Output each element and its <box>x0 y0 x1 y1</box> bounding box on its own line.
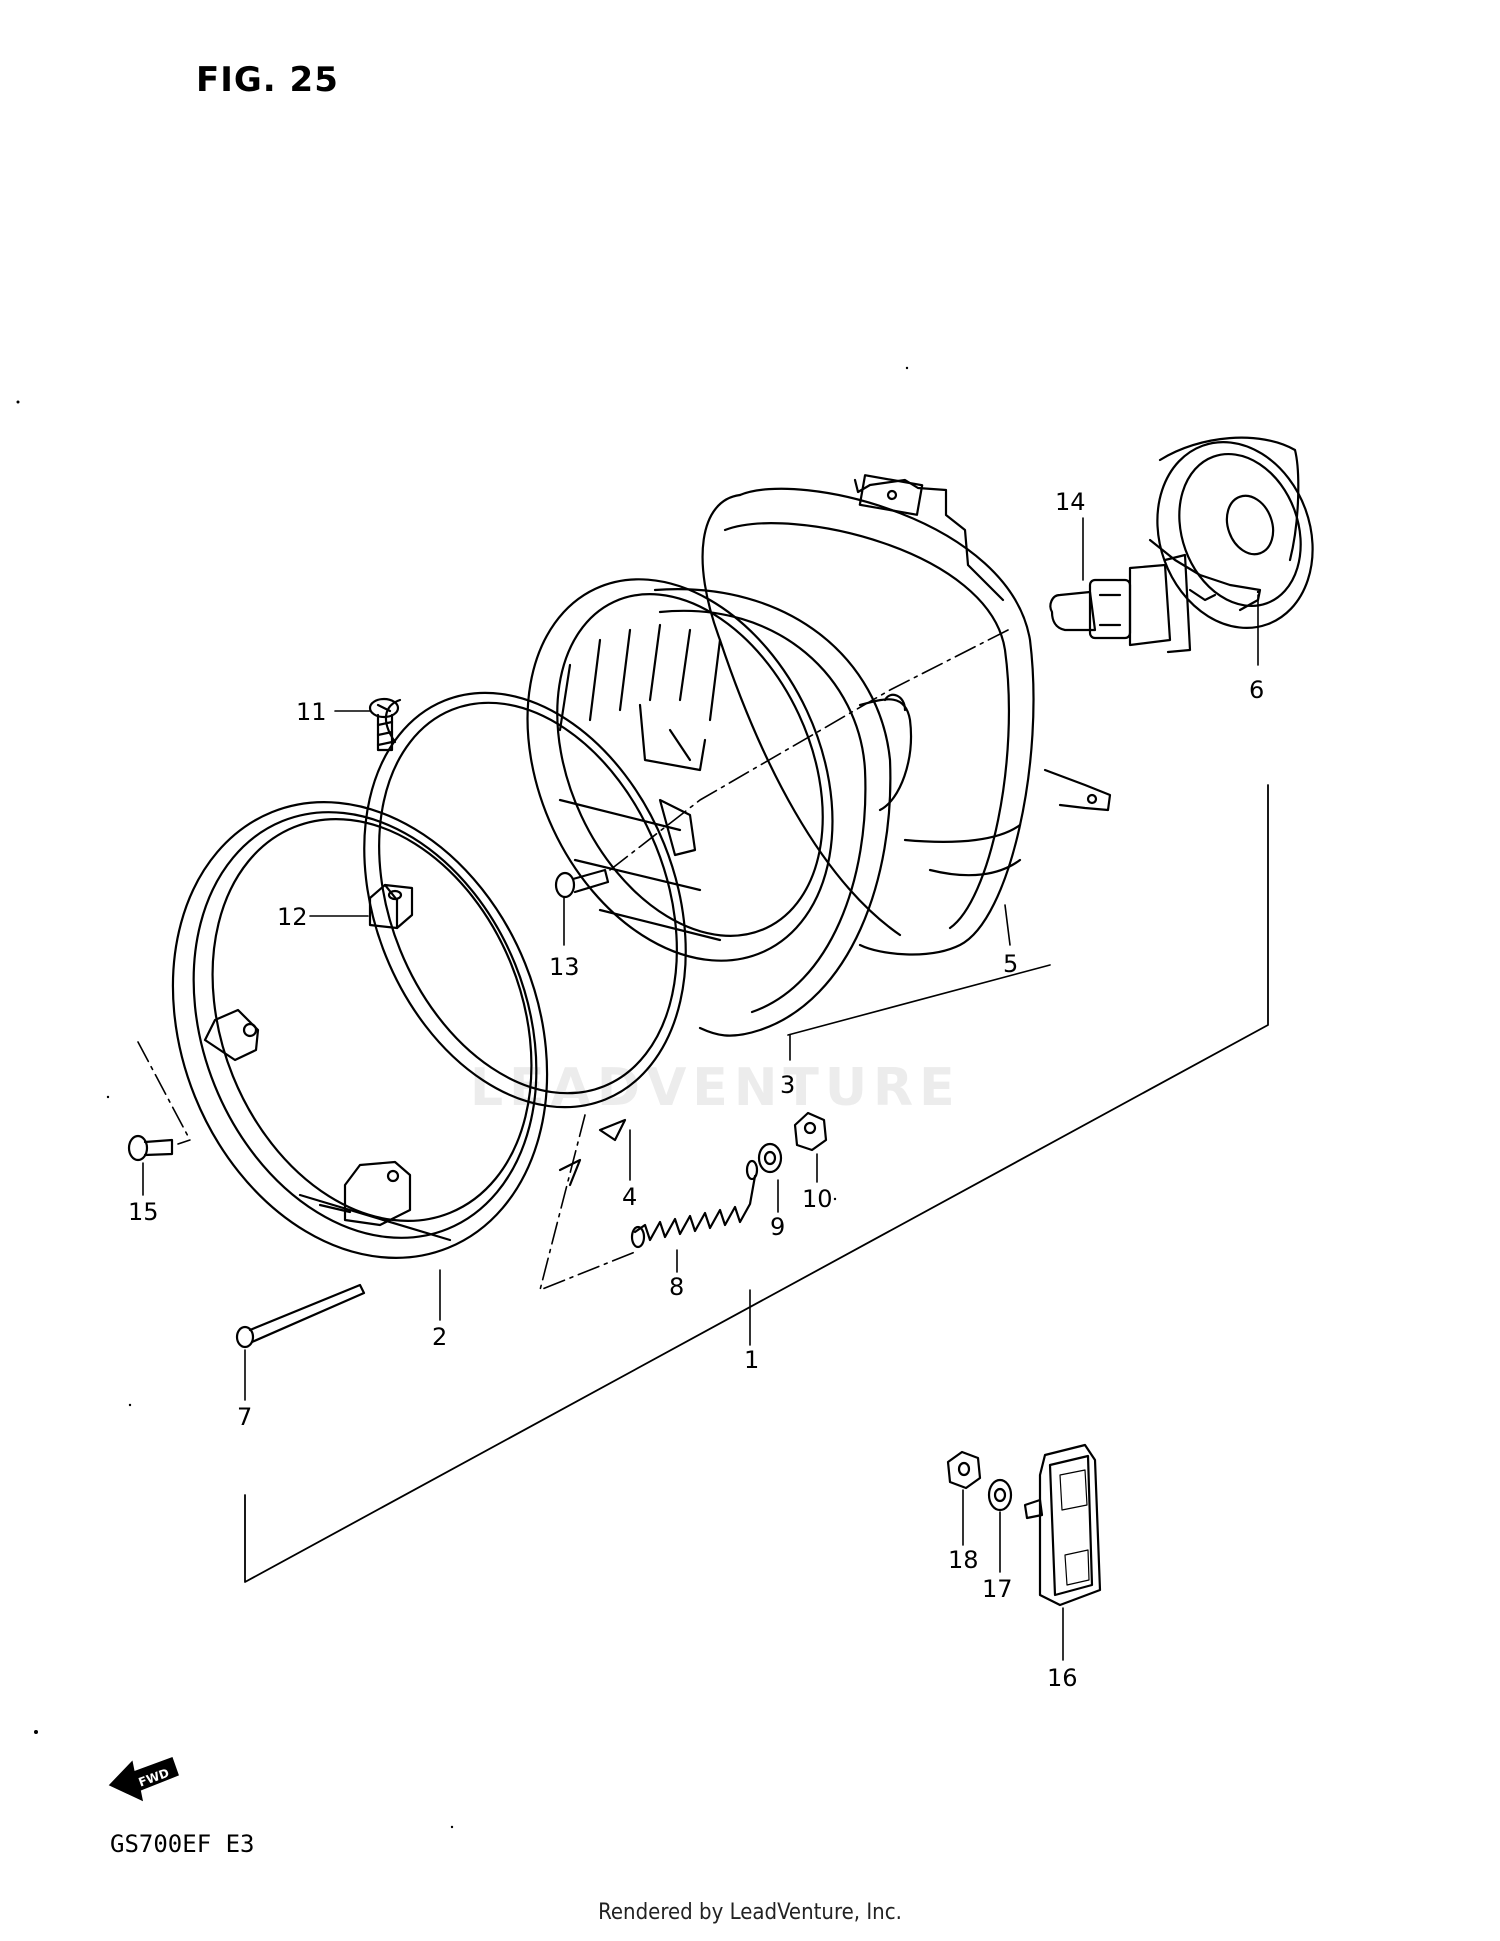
assembly-bracket <box>244 784 1269 1583</box>
socket-cover <box>1148 436 1314 629</box>
inner-ring <box>363 691 687 1142</box>
side-reflector <box>1023 1443 1102 1607</box>
screw-15 <box>127 1134 174 1162</box>
adjusting-screw-7 <box>235 1283 366 1349</box>
leader-lines <box>142 517 1259 1661</box>
callout-5: 5 <box>1003 950 1018 978</box>
callout-13: 13 <box>549 953 580 981</box>
callout-10: 10 <box>802 1185 833 1213</box>
nut-12 <box>368 883 414 930</box>
screw-13 <box>554 868 610 899</box>
assembly-lines <box>137 629 1009 1291</box>
spring-8 <box>630 1159 759 1249</box>
footer-credit: Rendered by LeadVenture, Inc. <box>598 1900 902 1925</box>
model-code: GS700EF E3 <box>110 1830 255 1858</box>
callout-1: 1 <box>744 1346 759 1374</box>
callout-14: 14 <box>1055 488 1086 516</box>
callout-2: 2 <box>432 1323 447 1351</box>
print-specks <box>16 366 1260 1829</box>
callout-3: 3 <box>780 1071 795 1099</box>
callout-18: 18 <box>948 1546 979 1574</box>
callout-15: 15 <box>128 1198 159 1226</box>
callout-11: 11 <box>296 698 327 726</box>
watermark: LEADVENTURE <box>470 1058 961 1118</box>
callout-12: 12 <box>277 903 308 931</box>
callout-7: 7 <box>237 1403 252 1431</box>
screw-11 <box>368 697 400 752</box>
callout-4: 4 <box>622 1183 637 1211</box>
callout-6: 6 <box>1249 676 1264 704</box>
figure-title: FIG. 25 <box>196 60 339 100</box>
callout-16: 16 <box>1047 1664 1078 1692</box>
headlight-housing <box>701 474 1112 956</box>
bulb <box>1049 553 1192 654</box>
callout-labels: 1 2 3 4 5 6 7 8 9 10 11 12 13 14 15 16 1… <box>128 488 1264 1692</box>
washer-17 <box>987 1478 1013 1512</box>
callout-17: 17 <box>982 1575 1013 1603</box>
washer-9 <box>757 1142 783 1174</box>
callout-8: 8 <box>669 1273 684 1301</box>
fwd-arrow-icon: FWD <box>108 1757 179 1802</box>
outer-rim <box>171 801 582 1259</box>
nut-18 <box>946 1450 982 1490</box>
headlight-lens <box>526 578 912 1037</box>
nut-10 <box>793 1111 828 1152</box>
callout-9: 9 <box>770 1213 785 1241</box>
